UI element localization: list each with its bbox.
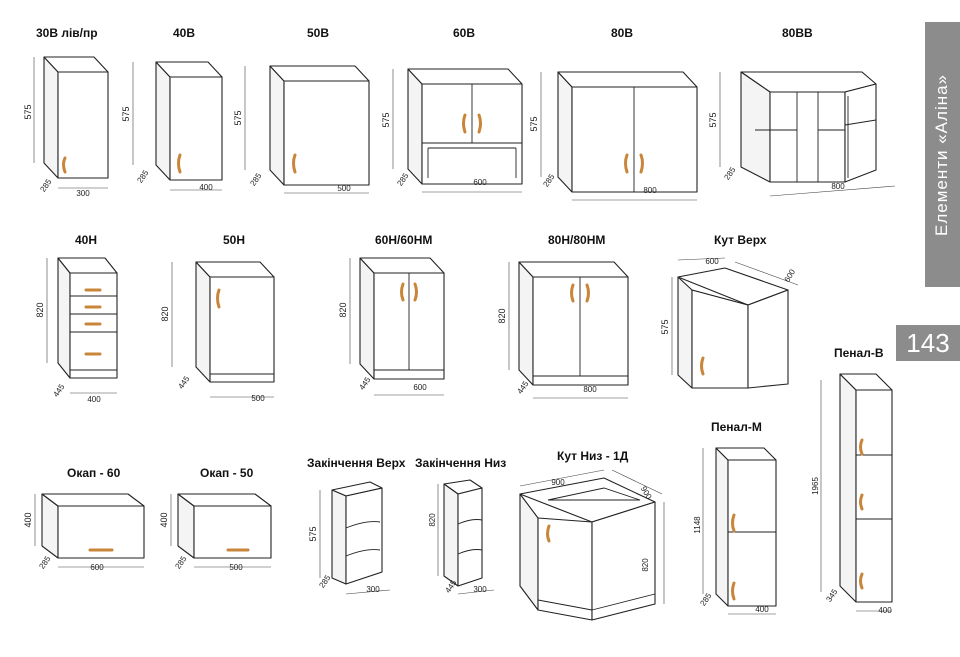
cabinet-30v: 30В лів/пр 575 285 300 bbox=[23, 26, 109, 198]
cabinet-50n-title: 50Н bbox=[223, 233, 245, 247]
sidebar-tab bbox=[925, 22, 960, 287]
corner-wall-title: Кут Верх bbox=[714, 233, 767, 247]
pantry-cabinet-m: Пенал-М 1148 285 400 bbox=[693, 420, 777, 615]
cabinet-60v-depth: 285 bbox=[395, 171, 410, 188]
cabinet-60v: 60В 575 285 600 bbox=[381, 26, 523, 193]
cabinet-80n: 80Н/80НМ 820 445 800 bbox=[497, 233, 629, 399]
cabinet-40v-depth: 285 bbox=[135, 168, 150, 185]
pantry-m-width: 400 bbox=[755, 605, 769, 614]
cabinet-60n-height: 820 bbox=[338, 302, 348, 317]
page-number: 143 bbox=[896, 325, 960, 361]
hood-cabinet-50: Окап - 50 400 285 500 bbox=[159, 466, 272, 572]
cabinet-80n-title: 80Н/80НМ bbox=[548, 233, 605, 247]
corner-wall-height: 575 bbox=[660, 319, 670, 334]
hood-50-depth: 285 bbox=[173, 554, 188, 571]
cabinet-30v-title: 30В лів/пр bbox=[36, 26, 98, 40]
cabinet-50v-title: 50В bbox=[307, 26, 329, 40]
end-shelf-base-height: 820 bbox=[428, 513, 437, 527]
cabinet-30v-height: 575 bbox=[23, 104, 33, 119]
hood-50-height: 400 bbox=[159, 512, 169, 527]
cabinet-50n-width: 500 bbox=[251, 394, 265, 403]
cabinet-40v-width: 400 bbox=[199, 183, 213, 192]
pantry-m-title: Пенал-М bbox=[711, 420, 762, 434]
cabinet-50n: 50Н 820 445 500 bbox=[160, 233, 275, 403]
cabinet-60n: 60Н/60НМ 820 445 600 bbox=[338, 233, 445, 396]
corner-base-width1: 900 bbox=[551, 478, 565, 487]
hood-60-depth: 285 bbox=[37, 554, 52, 571]
cabinet-40n-width: 400 bbox=[87, 395, 101, 404]
hood-50-title: Окап - 50 bbox=[200, 466, 254, 480]
cabinet-50n-height: 820 bbox=[160, 306, 170, 321]
pantry-m-height: 1148 bbox=[693, 516, 702, 534]
pantry-v-depth: 345 bbox=[824, 587, 839, 604]
hood-60-width: 600 bbox=[90, 563, 104, 572]
cabinet-40n-depth: 445 bbox=[51, 382, 66, 399]
hood-60-title: Окап - 60 bbox=[67, 466, 121, 480]
pantry-v-width: 400 bbox=[878, 606, 892, 615]
cabinet-30v-width: 300 bbox=[76, 189, 90, 198]
cabinet-40v-height: 575 bbox=[121, 106, 131, 121]
pantry-m-depth: 285 bbox=[698, 591, 713, 608]
corner-wall-width2: 600 bbox=[783, 267, 798, 284]
cabinet-50n-depth: 445 bbox=[176, 374, 191, 391]
cabinet-60n-title: 60Н/60НМ bbox=[375, 233, 432, 247]
pantry-v-title: Пенал-В bbox=[834, 346, 884, 360]
corner-wall-width1: 600 bbox=[705, 257, 719, 266]
cabinet-60v-width: 600 bbox=[473, 178, 487, 187]
cabinet-80n-height: 820 bbox=[497, 308, 507, 323]
cabinet-80vv-title: 80ВВ bbox=[782, 26, 813, 40]
cabinet-30v-depth: 285 bbox=[38, 177, 53, 194]
cabinet-60n-width: 600 bbox=[413, 383, 427, 392]
cabinet-80vv: 80ВВ 575 285 800 bbox=[708, 26, 896, 197]
corner-base-cabinet: Кут Низ - 1Д 900 900 820 bbox=[519, 449, 665, 621]
hood-60-height: 400 bbox=[23, 512, 33, 527]
cabinet-80v: 80В 575 285 800 bbox=[529, 26, 698, 201]
cabinet-40n-height: 820 bbox=[35, 302, 45, 317]
corner-base-height: 820 bbox=[641, 558, 650, 572]
cabinet-80vv-width: 800 bbox=[831, 182, 845, 191]
end-shelf-wall: Закінчення Верх 575 285 300 bbox=[307, 456, 406, 595]
cabinet-60v-title: 60В bbox=[453, 26, 475, 40]
cabinet-50v-height: 575 bbox=[233, 110, 243, 125]
corner-wall-cabinet: Кут Верх 600 600 575 bbox=[660, 233, 799, 389]
end-shelf-wall-height: 575 bbox=[308, 526, 318, 541]
end-shelf-wall-width: 300 bbox=[366, 585, 380, 594]
end-shelf-wall-title: Закінчення Верх bbox=[307, 456, 406, 470]
cabinet-80n-width: 800 bbox=[583, 385, 597, 394]
corner-base-title: Кут Низ - 1Д bbox=[557, 449, 629, 463]
cabinet-80v-depth: 285 bbox=[541, 172, 556, 189]
cabinet-50v-width: 500 bbox=[337, 184, 351, 193]
pantry-v-height: 1965 bbox=[811, 477, 820, 495]
cabinet-80vv-height: 575 bbox=[708, 112, 718, 127]
cabinet-60v-height: 575 bbox=[381, 112, 391, 127]
cabinet-80n-depth: 445 bbox=[515, 379, 530, 396]
cabinet-50v: 50В 575 285 500 bbox=[233, 26, 370, 194]
pantry-cabinet-v: Пенал-В 1965 345 400 bbox=[811, 346, 893, 615]
hood-cabinet-60: Окап - 60 400 285 600 bbox=[23, 466, 145, 572]
cabinet-40n-title: 40Н bbox=[75, 233, 97, 247]
cabinet-80v-height: 575 bbox=[529, 116, 539, 131]
end-shelf-base-title: Закінчення Низ bbox=[415, 456, 506, 470]
end-shelf-base-width: 300 bbox=[473, 585, 487, 594]
cabinet-40n: 40Н 820 445 400 bbox=[35, 233, 118, 404]
cabinet-40v: 40В 575 285 400 bbox=[121, 26, 223, 192]
sidebar-title: Елементи «Аліна» bbox=[932, 73, 951, 237]
cabinet-50v-depth: 285 bbox=[248, 171, 263, 188]
cabinet-80v-title: 80В bbox=[611, 26, 633, 40]
cabinet-80vv-depth: 285 bbox=[722, 165, 737, 182]
end-shelf-base: Закінчення Низ 820 445 300 bbox=[415, 456, 506, 595]
cabinet-60n-depth: 445 bbox=[357, 375, 372, 392]
cabinet-40v-title: 40В bbox=[173, 26, 195, 40]
hood-50-width: 500 bbox=[229, 563, 243, 572]
cabinet-80v-width: 800 bbox=[643, 186, 657, 195]
